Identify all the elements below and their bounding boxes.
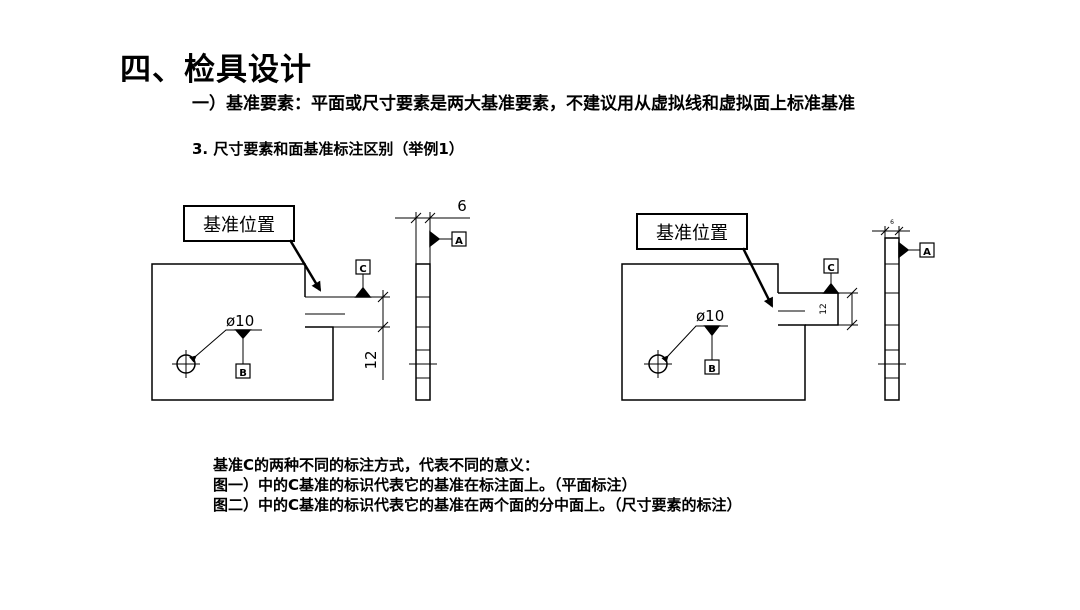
fig2-callout-label: 基准位置: [656, 223, 728, 244]
fig2-thickness-dimension: 6: [890, 219, 894, 226]
figure-1-labels: 基准位置 ø10 B C A 6 12: [203, 197, 467, 379]
fig1-side-view: [415, 263, 431, 401]
fig1-datum-c-label: C: [359, 264, 366, 275]
fig1-thickness-dimension: 6: [457, 197, 467, 215]
fig2-hole-dimension: ø10: [696, 307, 724, 325]
fig1-datum-c-triangle: [354, 286, 372, 298]
fig1-datum-c-box: [355, 259, 371, 275]
fig2-datum-c-label: C: [827, 263, 834, 274]
fig1-datum-b-box: [235, 363, 251, 379]
fig1-callout-label: 基准位置: [203, 215, 275, 236]
fig2-datum-a-triangle: [898, 241, 910, 259]
section-heading: 3. 尺寸要素和面基准标注区别（举例1）: [192, 140, 464, 158]
figure-2: [621, 213, 935, 401]
figure-2-labels: 基准位置 ø10 B C A 6 12: [656, 219, 931, 375]
fig2-datum-a-box: [919, 242, 935, 258]
fig2-callout-arrow: [741, 247, 774, 308]
fig1-datum-a-label: A: [455, 236, 463, 247]
fig1-callout-box: [183, 205, 295, 242]
fig1-callout-arrow: [288, 239, 322, 292]
fig2-side-view: [884, 237, 900, 401]
note-line: 图一）中的C基准的标识代表它的基准在标注面上。（平面标注）: [213, 476, 637, 494]
fig2-datum-b-triangle: [703, 325, 721, 337]
note-line: 图二）中的C基准的标识代表它的基准在两个面的分中面上。（尺寸要素的标注）: [213, 496, 742, 514]
fig2-datum-c-triangle: [822, 282, 840, 294]
slide-subtitle: 一）基准要素：平面或尺寸要素是两大基准要素，不建议用从虚拟线和虚拟面上标准基准: [192, 94, 855, 114]
fig2-datum-c-box: [823, 258, 839, 274]
figure-1: [151, 205, 470, 401]
fig2-datum-a-label: A: [923, 247, 931, 258]
fig2-slot-dimension: 12: [819, 303, 829, 314]
explanation-notes: 基准C的两种不同的标注方式，代表不同的意义： 图一）中的C基准的标识代表它的基准…: [213, 455, 742, 515]
fig1-hole-dimension: ø10: [226, 312, 254, 330]
fig1-datum-b-label: B: [239, 368, 247, 379]
fig1-datum-a-triangle: [429, 230, 441, 248]
fig2-datum-b-label: B: [708, 364, 716, 375]
fig1-datum-b-triangle: [234, 329, 252, 340]
fig2-callout-box: [636, 213, 748, 250]
fig2-datum-b-box: [704, 359, 720, 375]
note-line: 基准C的两种不同的标注方式，代表不同的意义：: [213, 456, 540, 474]
fig1-datum-a-box: [451, 231, 467, 247]
fig1-slot-dimension: 12: [362, 350, 380, 369]
slide-title: 四、检具设计: [120, 52, 312, 88]
